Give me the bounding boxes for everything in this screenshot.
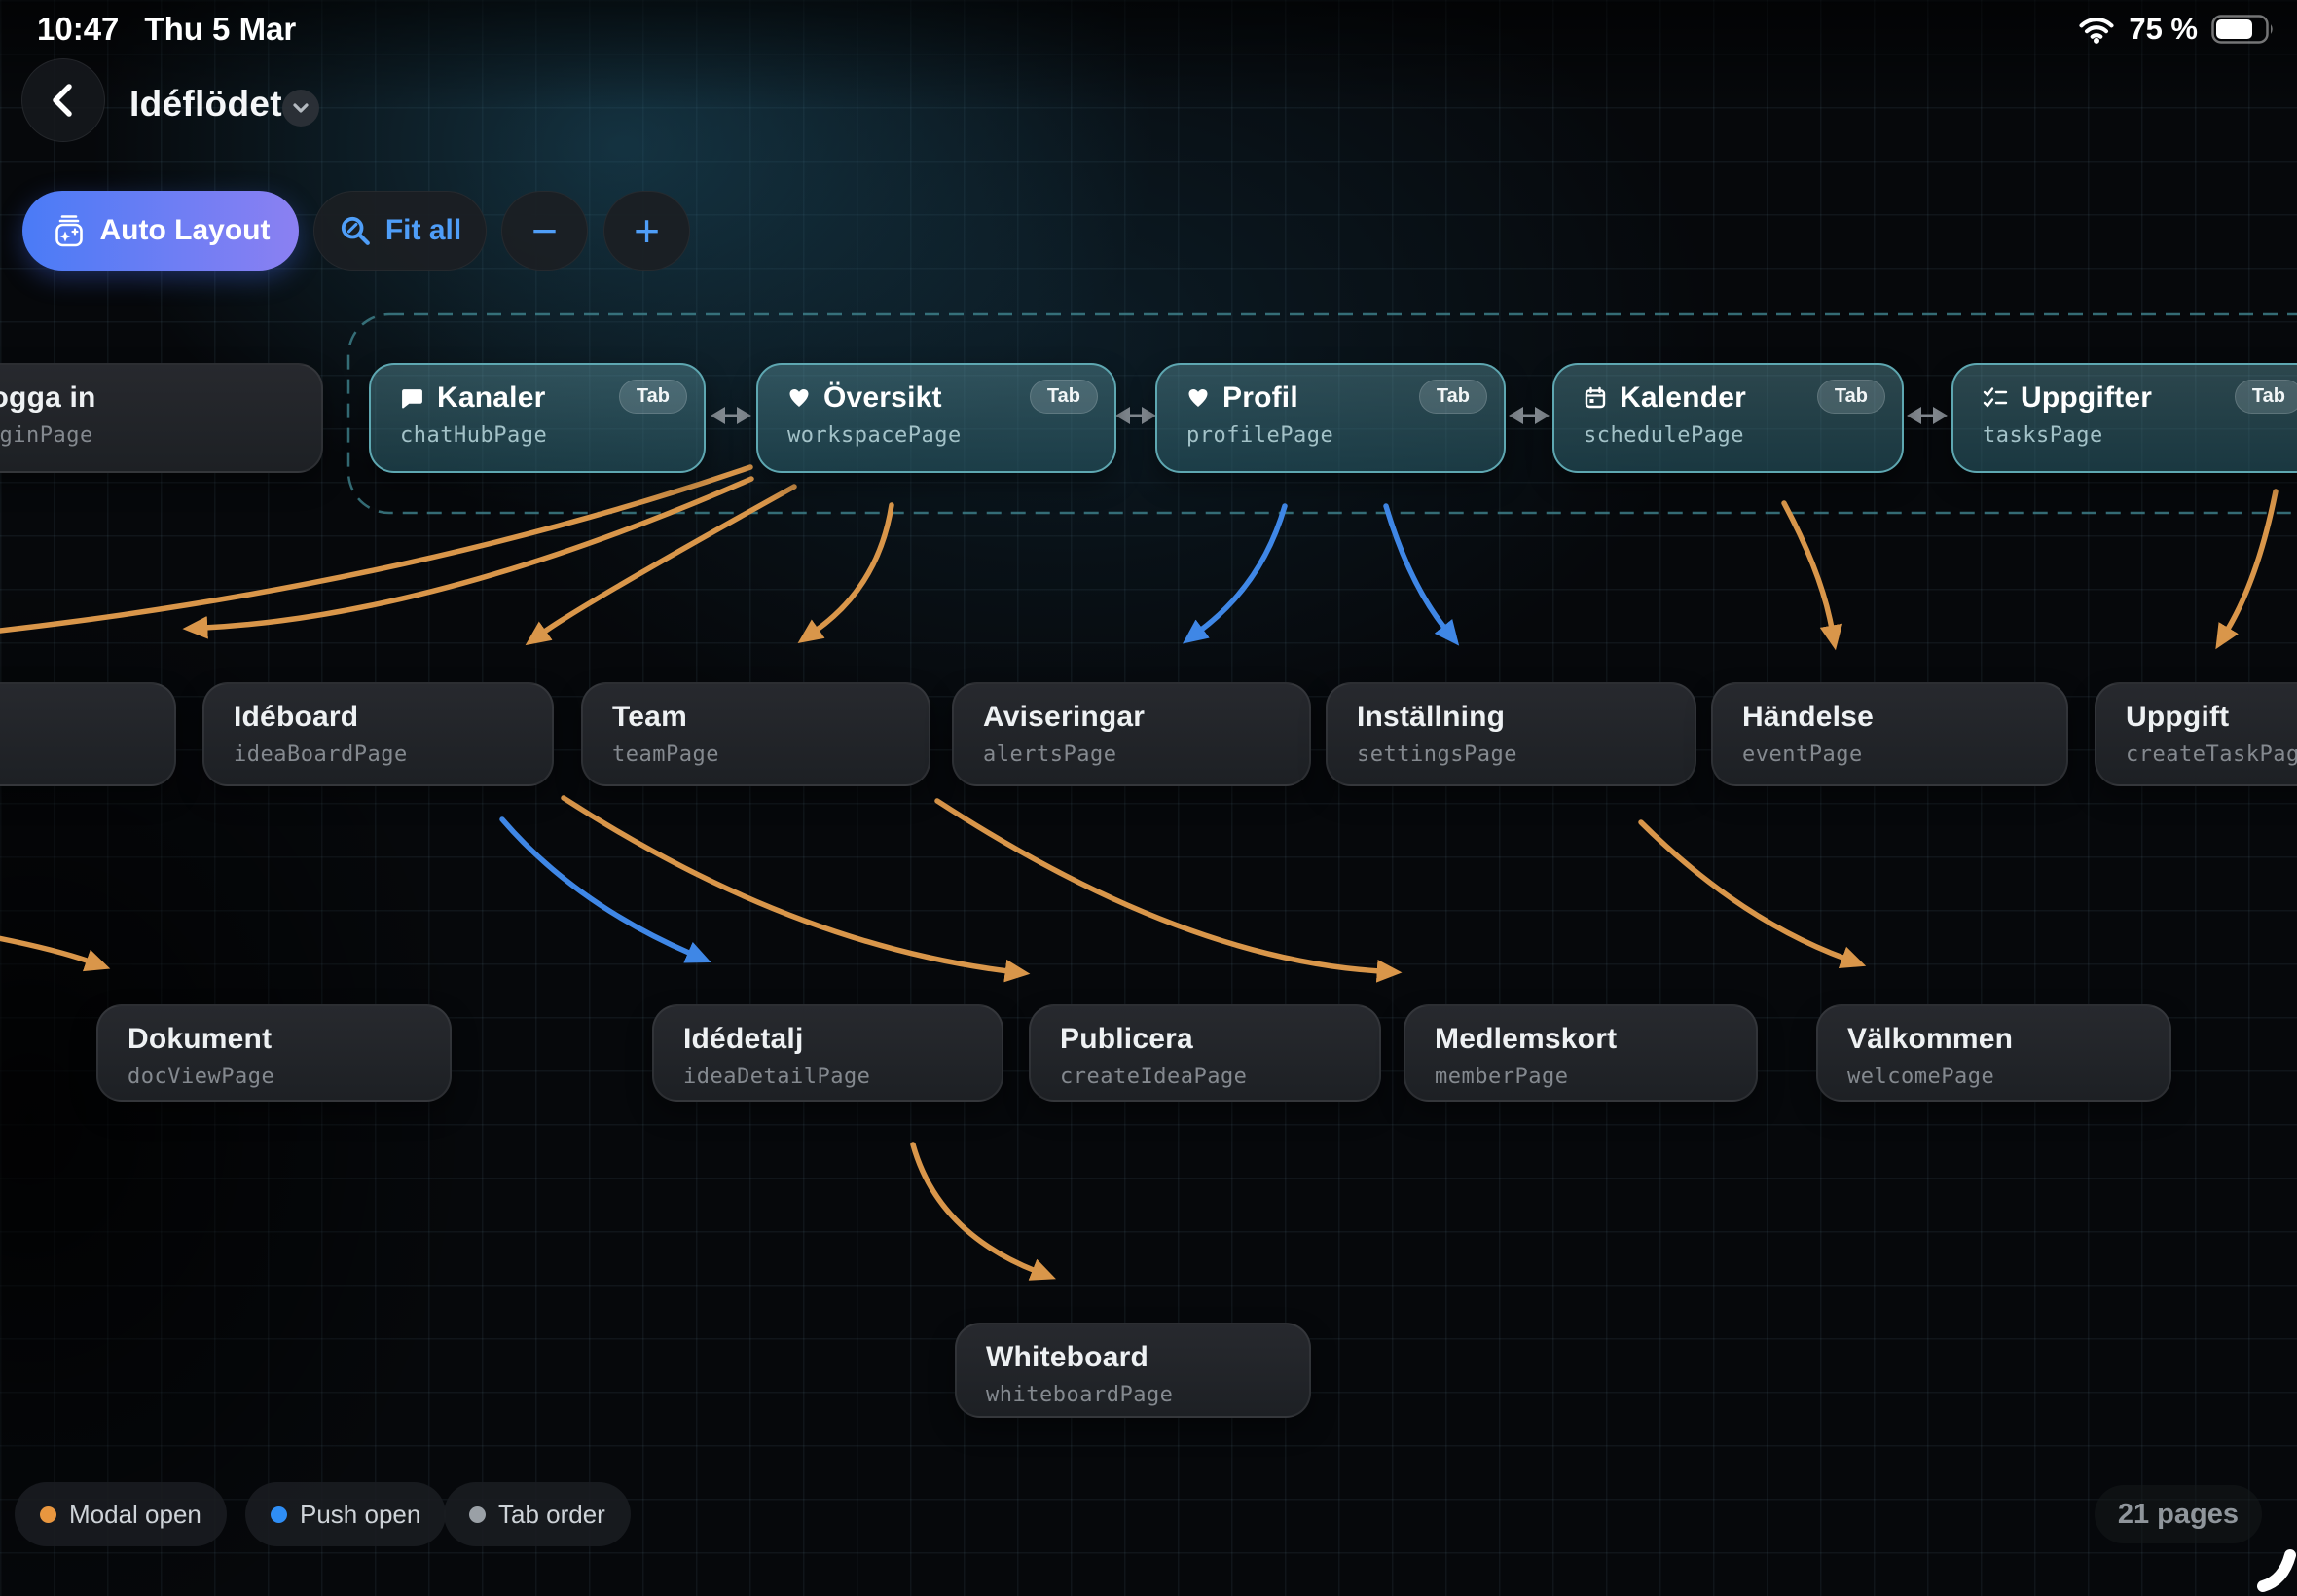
tab-badge: Tab (2234, 380, 2297, 414)
arrow-modal-to-handelse (1781, 500, 1843, 651)
page-title: Idéflödet (129, 84, 282, 124)
fit-all-button[interactable]: Fit all (313, 191, 487, 271)
node-uppgift[interactable]: Uppgift createTaskPage (2095, 682, 2297, 786)
node-team[interactable]: Team teamPage (581, 682, 930, 786)
node-kalender[interactable]: Kalender schedulePage Tab (1552, 363, 1904, 473)
tab-badge: Tab (1418, 380, 1487, 414)
status-bar-left: 10:47 Thu 5 Mar (37, 8, 296, 51)
corner-swoosh-mark (2257, 1549, 2296, 1592)
node-dokument[interactable]: Dokument docViewPage (96, 1004, 452, 1102)
push-open-dot (271, 1505, 287, 1523)
arrow-push-to-idedetalj (499, 816, 711, 963)
auto-layout-button[interactable]: Auto Layout (22, 191, 299, 271)
node-handelse[interactable]: Händelse eventPage (1711, 682, 2068, 786)
arrow-push-to-installning (1383, 503, 1460, 646)
arrow-modal-to-whiteboard (910, 1142, 1056, 1281)
arrow-push-to-aviseringar (1182, 503, 1288, 644)
clock: 10:47 (37, 11, 120, 47)
fit-all-label: Fit all (384, 214, 462, 246)
node-aviseringar[interactable]: Aviseringar alertsPage (952, 682, 1311, 786)
node-offscreen-left[interactable] (0, 682, 176, 786)
battery-percent-label: 75 % (2129, 12, 2198, 46)
node-whiteboard[interactable]: Whiteboard whiteboardPage (955, 1323, 1311, 1418)
modal-open-dot (40, 1505, 56, 1523)
node-profil[interactable]: Profil profilePage Tab (1155, 363, 1506, 473)
zoom-in-button[interactable]: + (603, 191, 690, 271)
arrow-modal-to-publicera (561, 795, 1031, 983)
chevron-left-icon (44, 79, 83, 122)
wifi-icon (2078, 15, 2115, 44)
legend-modal-open: Modal open (15, 1482, 227, 1546)
legend-push-open: Push open (245, 1482, 447, 1546)
auto-layout-label: Auto Layout (99, 214, 271, 246)
tab-badge: Tab (618, 380, 687, 414)
node-valkommen[interactable]: Välkommen welcomePage (1816, 1004, 2171, 1102)
chat-bubble-icon (400, 386, 424, 411)
arrow-modal-offscreen-left (0, 464, 753, 634)
arrow-modal-to-dokument (0, 935, 111, 972)
arrow-modal-to-ideboard (182, 476, 754, 639)
zoom-out-button[interactable]: − (501, 191, 588, 271)
node-installning[interactable]: Inställning settingsPage (1326, 682, 1696, 786)
magnifier-icon (339, 214, 372, 247)
date: Thu 5 Mar (144, 11, 297, 47)
tab-order-dot (469, 1505, 486, 1523)
arrow-modal-to-valkommen (1638, 819, 1867, 968)
node-uppgifter[interactable]: Uppgifter tasksPage Tab (1951, 363, 2297, 473)
arrow-modal-to-team (525, 484, 797, 646)
back-button[interactable] (21, 58, 105, 142)
chevron-down-icon (291, 101, 310, 115)
node-login[interactable]: Logga in loginPage (0, 363, 323, 473)
battery-icon (2211, 15, 2276, 44)
tab-badge: Tab (1029, 380, 1098, 414)
tab-badge: Tab (1816, 380, 1885, 414)
node-idedetalj[interactable]: Idédetalj ideaDetailPage (652, 1004, 1003, 1102)
node-medlemskort[interactable]: Medlemskort memberPage (1404, 1004, 1758, 1102)
legend-tab-order: Tab order (444, 1482, 631, 1546)
arrow-modal-to-uppgift (2215, 489, 2279, 650)
arrow-modal-to-medlemskort (934, 798, 1403, 983)
title-dropdown-button[interactable] (282, 90, 319, 127)
calendar-icon (1584, 386, 1607, 410)
heart-icon (787, 386, 811, 410)
auto-layout-icon (52, 213, 87, 248)
checklist-icon (1983, 386, 2008, 410)
heart-icon (1186, 386, 1210, 410)
page-count-badge: 21 pages (2094, 1485, 2262, 1543)
node-kanaler[interactable]: Kanaler chatHubPage Tab (369, 363, 706, 473)
node-ideboard[interactable]: Idéboard ideaBoardPage (202, 682, 554, 786)
node-oversikt[interactable]: Översikt workspacePage Tab (756, 363, 1116, 473)
arrow-modal-to-team-2 (797, 502, 894, 644)
status-bar-right: 75 % (2078, 8, 2276, 51)
node-publicera[interactable]: Publicera createIdeaPage (1029, 1004, 1381, 1102)
